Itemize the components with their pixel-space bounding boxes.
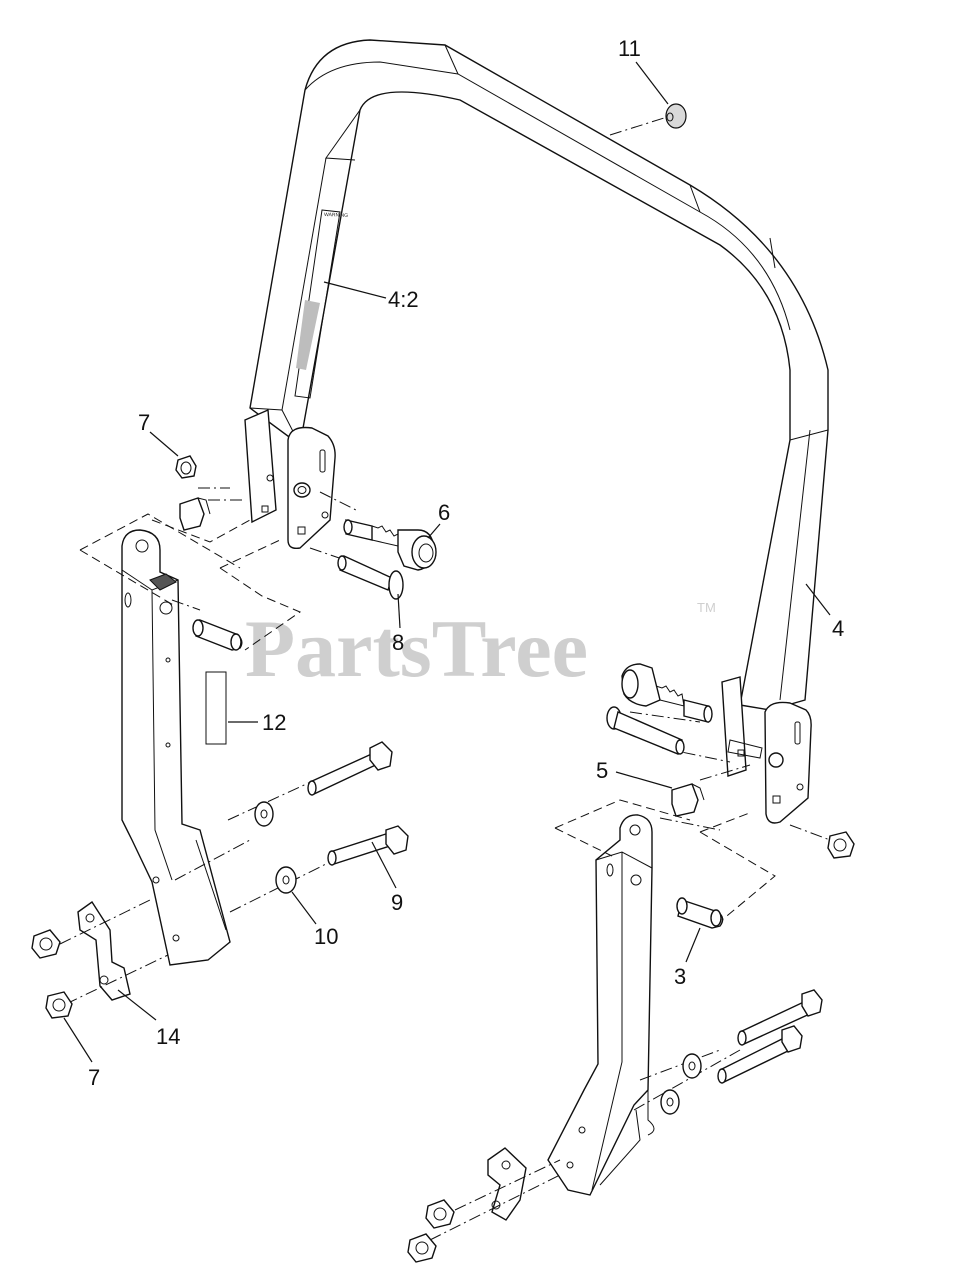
label-4-2: 4:2 xyxy=(388,287,419,312)
right-lower-post xyxy=(547,814,655,1196)
decal-12 xyxy=(205,671,227,745)
flange-nut-left-upper xyxy=(31,929,61,959)
label-11: 11 xyxy=(618,36,641,61)
cap-11 xyxy=(665,103,687,129)
part-labels: 11 4:2 7 6 8 4 12 5 9 10 3 14 7 xyxy=(88,36,844,1090)
roll-bar-upper-loop xyxy=(249,39,829,711)
label-10: 10 xyxy=(314,924,338,949)
left-spacer-tube xyxy=(192,619,243,651)
left-lower-post xyxy=(121,529,231,966)
washer-upper-left xyxy=(254,801,274,827)
washer-right-upper xyxy=(682,1053,702,1079)
washer-right-lower xyxy=(660,1089,680,1115)
watermark-text: PartsTree xyxy=(245,603,588,694)
bolt-upper-left xyxy=(307,741,393,796)
assembly-lines xyxy=(59,117,831,1241)
svg-text:WARNING: WARNING xyxy=(324,212,348,219)
right-mount-plate xyxy=(487,1147,527,1221)
right-clevis-pin xyxy=(606,706,685,755)
flange-nut-right-lower-1 xyxy=(425,1199,455,1229)
label-8: 8 xyxy=(392,630,404,655)
latch-knob-5 xyxy=(671,783,705,817)
left-latch-knob xyxy=(179,497,211,531)
label-7-top: 7 xyxy=(138,410,150,435)
left-pivot-bracket xyxy=(244,408,336,550)
left-mount-plate xyxy=(77,901,131,1001)
flange-nut-right-lower-2 xyxy=(407,1233,437,1263)
bolt-9 xyxy=(327,825,409,866)
label-3: 3 xyxy=(674,964,686,989)
label-5: 5 xyxy=(596,758,608,783)
label-9: 9 xyxy=(391,890,403,915)
bolt-right-upper xyxy=(737,989,823,1046)
right-pivot-bracket xyxy=(721,676,812,824)
label-14: 14 xyxy=(156,1024,180,1049)
safety-decal: WARNING xyxy=(294,209,348,399)
washer-10 xyxy=(275,866,297,894)
lock-pin-6 xyxy=(343,519,437,571)
label-12: 12 xyxy=(262,710,286,735)
right-lock-pin xyxy=(621,663,713,723)
leader-lines xyxy=(63,61,831,1063)
right-spacer-tube xyxy=(676,897,724,929)
flange-nut-7-bottom xyxy=(45,991,73,1019)
label-6: 6 xyxy=(438,500,450,525)
flange-nut-right xyxy=(827,831,855,859)
flange-nut-top xyxy=(175,455,197,479)
label-7-bottom: 7 xyxy=(88,1065,100,1090)
watermark: PartsTree TM xyxy=(245,600,716,694)
label-4: 4 xyxy=(832,616,844,641)
clevis-pin-8 xyxy=(337,555,404,600)
watermark-trademark: TM xyxy=(697,600,716,615)
bolt-right-lower xyxy=(717,1025,803,1084)
